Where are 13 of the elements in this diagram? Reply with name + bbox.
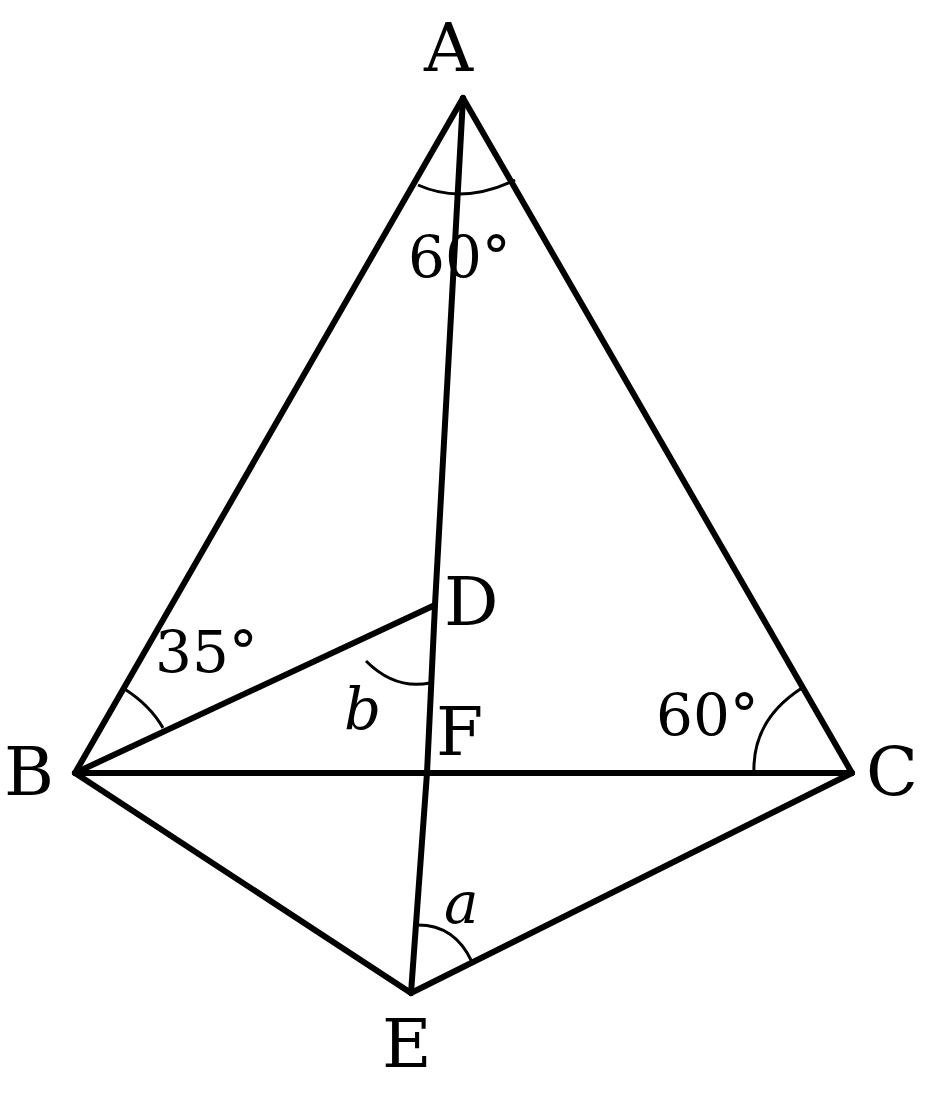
vertex-label: A <box>424 14 474 82</box>
angle-label: b <box>344 680 382 738</box>
vertex-label: C <box>866 738 919 806</box>
vertex-label: E <box>382 1010 432 1078</box>
angle-label: 60° <box>656 686 759 744</box>
angle-label: a <box>444 874 479 932</box>
vertex-label: B <box>4 738 54 806</box>
vertex-label: F <box>436 698 484 766</box>
line-segment <box>408 770 855 996</box>
angle-label: 35° <box>155 623 258 681</box>
line-segment <box>72 770 414 996</box>
vertex-label: D <box>444 568 499 636</box>
line-segment <box>72 602 438 776</box>
